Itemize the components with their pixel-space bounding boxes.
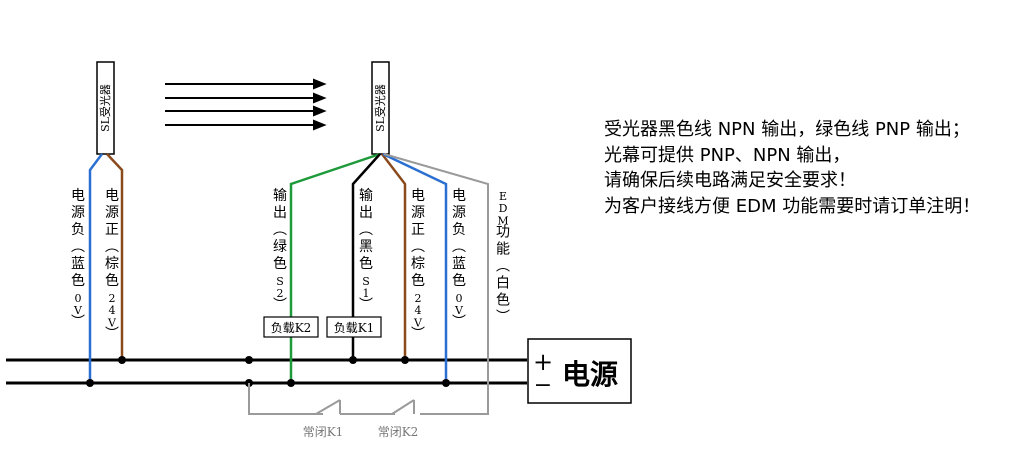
load-k1-label: 负载K1	[334, 321, 375, 335]
edm-contact-loop	[248, 383, 415, 415]
receiver-wire-blue	[382, 152, 448, 383]
load-k1-box	[326, 316, 382, 338]
junction-dot	[245, 356, 253, 364]
load-k2-box	[263, 316, 319, 338]
emitter-wire-blue	[88, 153, 103, 383]
emitter-wire-brown	[106, 153, 124, 360]
load-k2-label: 负载K2	[271, 321, 312, 335]
receiver-device	[371, 61, 390, 155]
junction-dot	[349, 356, 357, 364]
power-supply-box	[527, 338, 632, 404]
note-line: 光幕可提供 PNP、NPN 输出，	[604, 144, 851, 166]
receiver-wire-brown	[381, 153, 407, 360]
note-line: 受光器黑色线 NPN 输出，绿色线 PNP 输出；	[604, 119, 970, 140]
nc-contact-k1-label: 常闭K1	[303, 425, 344, 439]
power-plus-sign: +	[533, 348, 553, 376]
emitter-device	[96, 61, 115, 155]
receiver-wire-black	[351, 153, 381, 360]
note-line: 为客户接线方便 EDM 功能需要时请订单注明！	[604, 195, 981, 217]
light-beams	[165, 78, 327, 131]
junction-dot	[401, 356, 409, 364]
receiver-wire-white	[383, 153, 489, 415]
junction-dot	[442, 379, 450, 387]
receiver-label: SL受光器	[373, 84, 387, 132]
notes-block: 受光器黑色线 NPN 输出，绿色线 PNP 输出； 光幕可提供 PNP、NPN …	[604, 117, 980, 219]
junction-dot	[287, 379, 295, 387]
nc-contact-k2-label: 常闭K2	[378, 425, 419, 439]
junction-dot	[118, 356, 126, 364]
emitter-label: SL受光器	[98, 84, 112, 132]
power-minus-sign: −	[534, 373, 552, 398]
note-line: 请确保后续电路满足安全要求！	[604, 170, 856, 191]
junction-dot	[86, 379, 94, 387]
power-supply-label: 电源	[562, 358, 618, 391]
